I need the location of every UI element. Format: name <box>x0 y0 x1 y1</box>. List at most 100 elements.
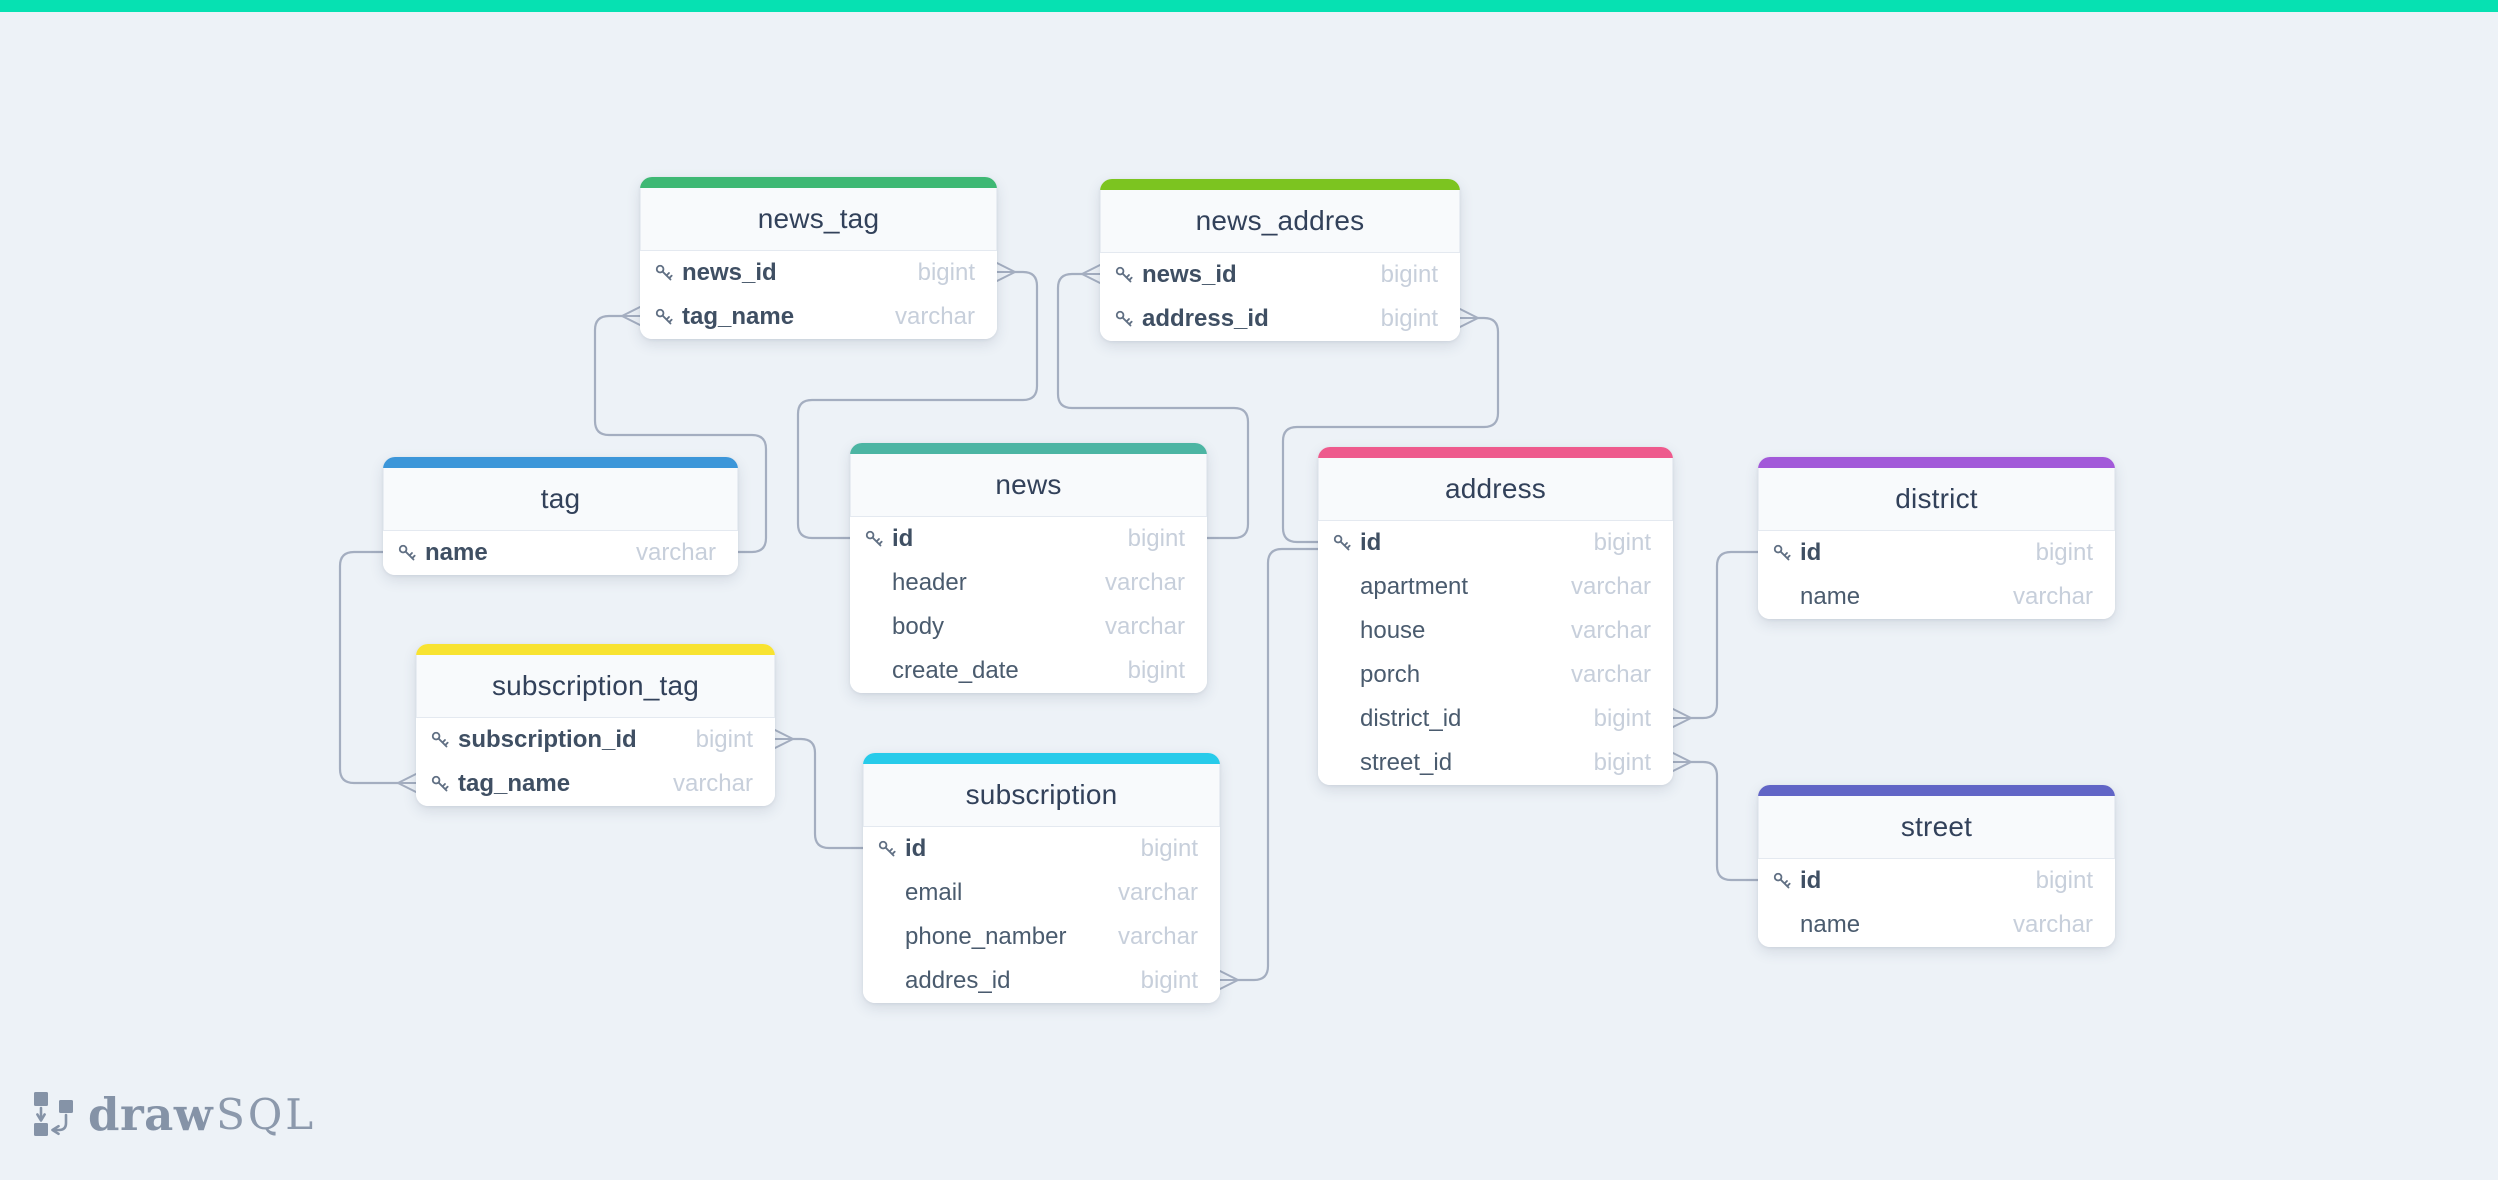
column-name: id <box>1800 539 1822 566</box>
column-left: body <box>864 613 944 641</box>
table-color-bar <box>850 443 1207 454</box>
relationship-news_tag-news_id--news-id[interactable] <box>796 270 1039 540</box>
column-left: id <box>1772 539 1821 567</box>
column-type: bigint <box>1380 261 1438 288</box>
column-name: name <box>1800 911 1861 938</box>
column-left: id <box>877 835 926 863</box>
column-name: tag_name <box>458 770 571 797</box>
table-title: news <box>850 454 1207 517</box>
column-indent <box>864 661 885 682</box>
column-left: subscription_id <box>430 726 637 754</box>
column-row[interactable]: name varchar <box>1758 903 2115 947</box>
column-indent <box>1772 915 1793 936</box>
table-color-bar <box>1100 179 1460 190</box>
table-color-bar <box>863 753 1220 764</box>
column-name: subscription_id <box>458 726 637 753</box>
table-color-bar <box>1318 447 1673 458</box>
column-name: id <box>1360 529 1382 556</box>
column-left: porch <box>1332 661 1420 689</box>
crowsfoot-marker <box>1672 752 1692 772</box>
crowsfoot-marker <box>996 262 1016 282</box>
column-indent <box>1332 577 1353 598</box>
column-row[interactable]: body varchar <box>850 605 1207 649</box>
column-left: house <box>1332 617 1425 645</box>
relationship-address-street_id--street-id[interactable] <box>1689 760 1760 882</box>
column-name: body <box>892 613 945 640</box>
column-type: varchar <box>2012 911 2093 938</box>
column-name: news_id <box>1142 261 1237 288</box>
column-left: name <box>1772 583 1860 611</box>
column-left: tag_name <box>430 770 570 798</box>
column-row[interactable]: tag_name varchar <box>416 762 775 806</box>
relationship-subscription-addres_id--address-id[interactable] <box>1236 547 1320 982</box>
crowsfoot-marker <box>397 773 417 793</box>
column-left: tag_name <box>654 303 794 331</box>
column-left: id <box>1332 529 1381 557</box>
column-row[interactable]: street_id bigint <box>1318 741 1673 785</box>
column-name: district_id <box>1360 705 1462 732</box>
primary-key-icon <box>864 529 885 550</box>
column-row[interactable]: news_id bigint <box>1100 253 1460 297</box>
relationship-news_addres-address_id--address-id[interactable] <box>1281 316 1500 544</box>
primary-key-icon <box>1332 533 1353 554</box>
primary-key-icon <box>1114 265 1135 286</box>
relationship-subscription_tag-subscription_id--subscription-id[interactable] <box>791 737 865 850</box>
column-left: news_id <box>654 259 777 287</box>
column-name: address_id <box>1142 305 1269 332</box>
column-left: header <box>864 569 967 597</box>
column-name: tag_name <box>682 303 795 330</box>
column-type: varchar <box>1104 613 1185 640</box>
relationship-news_tag-tag_name--tag-name[interactable] <box>593 314 768 554</box>
table-title: news_tag <box>640 188 997 251</box>
column-name: id <box>905 835 927 862</box>
column-left: addres_id <box>877 967 1010 995</box>
column-left: street_id <box>1332 749 1452 777</box>
relationship-address-district_id--district-id[interactable] <box>1689 550 1760 720</box>
column-left: news_id <box>1114 261 1237 289</box>
column-type: bigint <box>1593 749 1651 776</box>
column-indent <box>864 617 885 638</box>
top-accent-bar <box>0 0 2498 12</box>
primary-key-icon <box>654 263 675 284</box>
relationship-subscription_tag-tag_name--tag-name[interactable] <box>338 550 400 785</box>
column-type: varchar <box>672 770 753 797</box>
primary-key-icon <box>1772 543 1793 564</box>
relationship-news_addres-news_id--news-id[interactable] <box>1056 272 1250 540</box>
column-name: addres_id <box>905 967 1011 994</box>
column-name: house <box>1360 617 1426 644</box>
